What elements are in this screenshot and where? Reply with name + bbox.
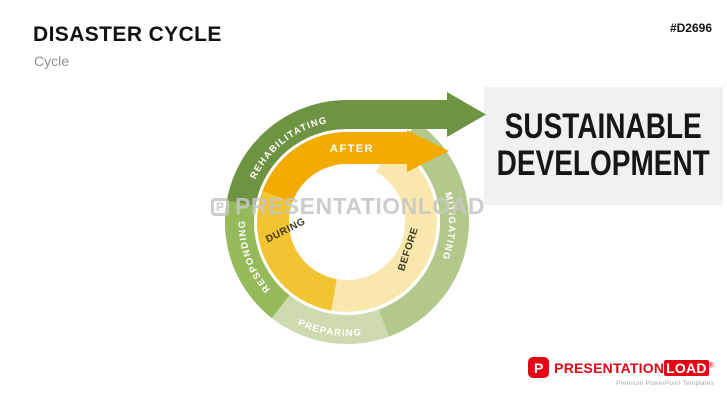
segment-after-arrow <box>262 130 449 203</box>
registered-mark: ® <box>708 361 714 369</box>
label-after: AFTER <box>330 143 374 155</box>
center-circle <box>289 164 405 280</box>
brand-part2: LOAD <box>664 359 709 376</box>
page-subtitle: Cycle <box>34 53 70 69</box>
outcome-line1: SUSTAINABLE <box>504 107 703 147</box>
segment-preparing <box>271 295 389 345</box>
page-title: DISASTER CYCLE <box>33 23 222 46</box>
segment-rehabilitating-arrow <box>226 92 487 206</box>
brand-part1: PRESENTATION <box>554 359 665 376</box>
template-code: #D2696 <box>669 21 712 35</box>
sustainable-development-box: SUSTAINABLE DEVELOPMENT <box>484 87 723 205</box>
brand-tagline: Premium PowerPoint Templates <box>616 380 714 387</box>
segment-responding <box>224 200 290 319</box>
segment-before <box>331 144 437 312</box>
brand-p-icon: P <box>528 357 550 378</box>
outcome-line2: DEVELOPMENT <box>496 144 711 183</box>
segment-mitigating <box>378 122 470 337</box>
outcome-text: SUSTAINABLE DEVELOPMENT <box>496 107 711 183</box>
segment-during <box>256 191 337 311</box>
